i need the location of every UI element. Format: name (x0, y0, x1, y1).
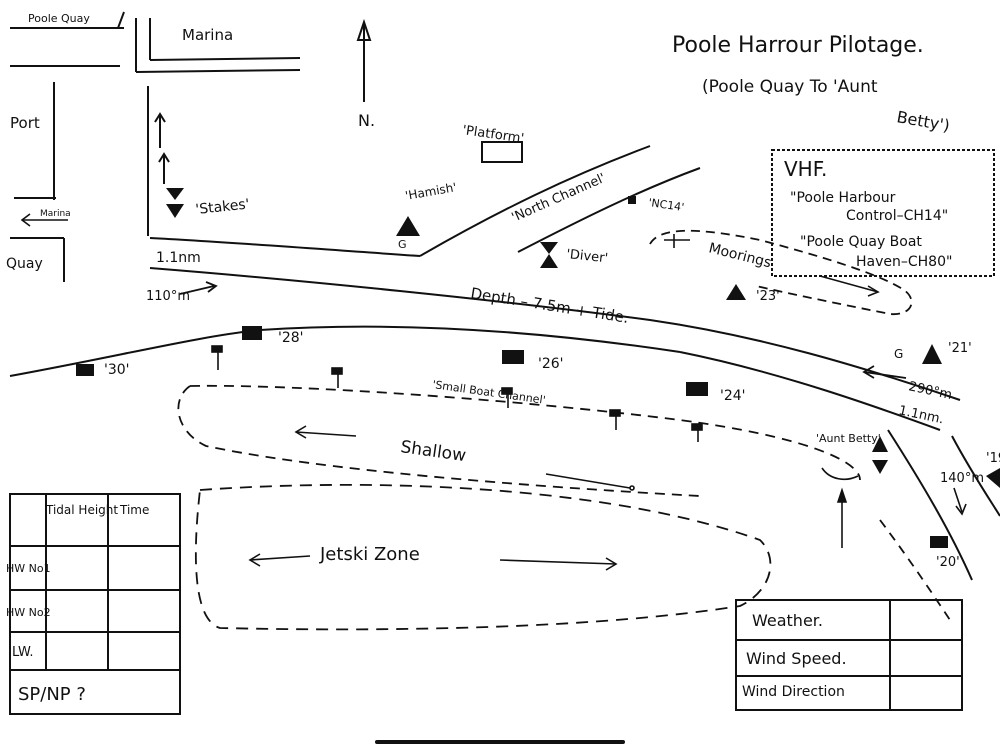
jetski-zone-label: Jetski Zone (319, 544, 420, 565)
marker-30-icon (76, 364, 94, 376)
marina-top-label: Marina (182, 26, 233, 44)
up-arrows-icon (154, 112, 170, 184)
marker-19-icon (986, 468, 1000, 488)
bearing-right-arrow-icon (862, 365, 907, 379)
marker-23-icon (726, 284, 746, 300)
weather-row-3: Wind Direction (742, 684, 845, 700)
weather-row-2: Wind Speed. (746, 649, 847, 668)
tide-row-hw1: HW No1 (6, 562, 51, 575)
channel-lines (9, 145, 1000, 581)
moorings-arrow-icon (664, 234, 880, 297)
tide-col-time-header: Time (119, 503, 149, 517)
hamish-g-label: G (398, 238, 407, 251)
marker-21-g-label: G (894, 347, 903, 361)
marker-26-icon (502, 350, 524, 364)
marker-28-icon (242, 326, 262, 340)
map-title: Poole Harrour Pilotage. (672, 33, 924, 58)
marker-19-label: '19 (986, 451, 1000, 466)
marker-20-icon (930, 536, 948, 548)
bearing-140-label: 140°m (940, 471, 984, 486)
diver-marker-icon (540, 242, 558, 268)
marker-21-label: '21' (948, 341, 972, 356)
home-indicator[interactable] (375, 740, 625, 744)
nc14-marker-icon (628, 196, 636, 204)
stakes-label: 'Stakes' (195, 196, 251, 218)
aunt-betty-r-icon (872, 460, 888, 474)
marina-arrow-icon (20, 213, 68, 227)
tide-row-hw2: HW No2 (6, 606, 51, 619)
marker-20-label: '20' (936, 555, 960, 570)
distance-left-label: 1.1nm (156, 250, 201, 266)
bearing-left-arrow-icon (179, 281, 218, 295)
jetski-zone-area (194, 483, 772, 631)
marker-23-label: '23' (756, 289, 780, 304)
port-label: Port (10, 114, 40, 132)
marker-24-label: '24' (720, 388, 746, 404)
aunt-betty-g-icon (872, 436, 888, 452)
tide-table (9, 493, 181, 715)
marker-26-label: '26' (538, 356, 564, 372)
poole-quay-top-label: Poole Quay (28, 12, 90, 25)
vhf-box (771, 149, 995, 277)
marker-30-label: '30' (104, 362, 130, 378)
hamish-marker-icon (396, 216, 420, 236)
quay-area (10, 11, 301, 282)
marker-24-icon (686, 382, 708, 396)
north-arrow-icon (356, 18, 372, 102)
tide-row-lw: LW. (12, 645, 34, 660)
marker-28-label: '28' (278, 330, 304, 346)
aunt-betty-route (879, 519, 951, 621)
diver-label: 'Diver' (566, 247, 609, 266)
aunt-betty-turn-icon (821, 467, 859, 548)
marker-21-icon (922, 344, 942, 364)
vhf-line4: Haven–CH80" (856, 254, 952, 270)
aunt-betty-label: 'Aunt Betty' (816, 432, 881, 445)
weather-table (735, 599, 963, 711)
quay-label: Quay (6, 256, 43, 272)
vhf-line3: "Poole Quay Boat (800, 234, 922, 250)
tide-col-height-header: Tidal Height (45, 503, 118, 517)
vhf-line1: "Poole Harbour (790, 190, 896, 206)
bearing-140-arrow-icon (953, 487, 967, 516)
north-label: N. (358, 111, 375, 130)
bearing-left-label: 110°m (146, 289, 190, 304)
marina-arrow-label: Marina (40, 209, 71, 219)
nc14-label: 'NC14' (648, 196, 685, 214)
jetski-arrows-icon (248, 553, 618, 571)
vhf-heading: VHF. (784, 157, 827, 181)
stakes-marker-icon (166, 188, 184, 218)
tide-footer: SP/NP ? (18, 684, 86, 705)
map-subtitle-line1: (Poole Quay To 'Aunt (702, 77, 878, 97)
platform-icon (481, 141, 523, 163)
vhf-line2: Control–CH14" (846, 208, 948, 224)
shallow-area (177, 384, 861, 497)
weather-row-1: Weather. (752, 611, 823, 630)
moorings-area (649, 229, 913, 315)
shallow-arrows-icon (294, 425, 635, 491)
